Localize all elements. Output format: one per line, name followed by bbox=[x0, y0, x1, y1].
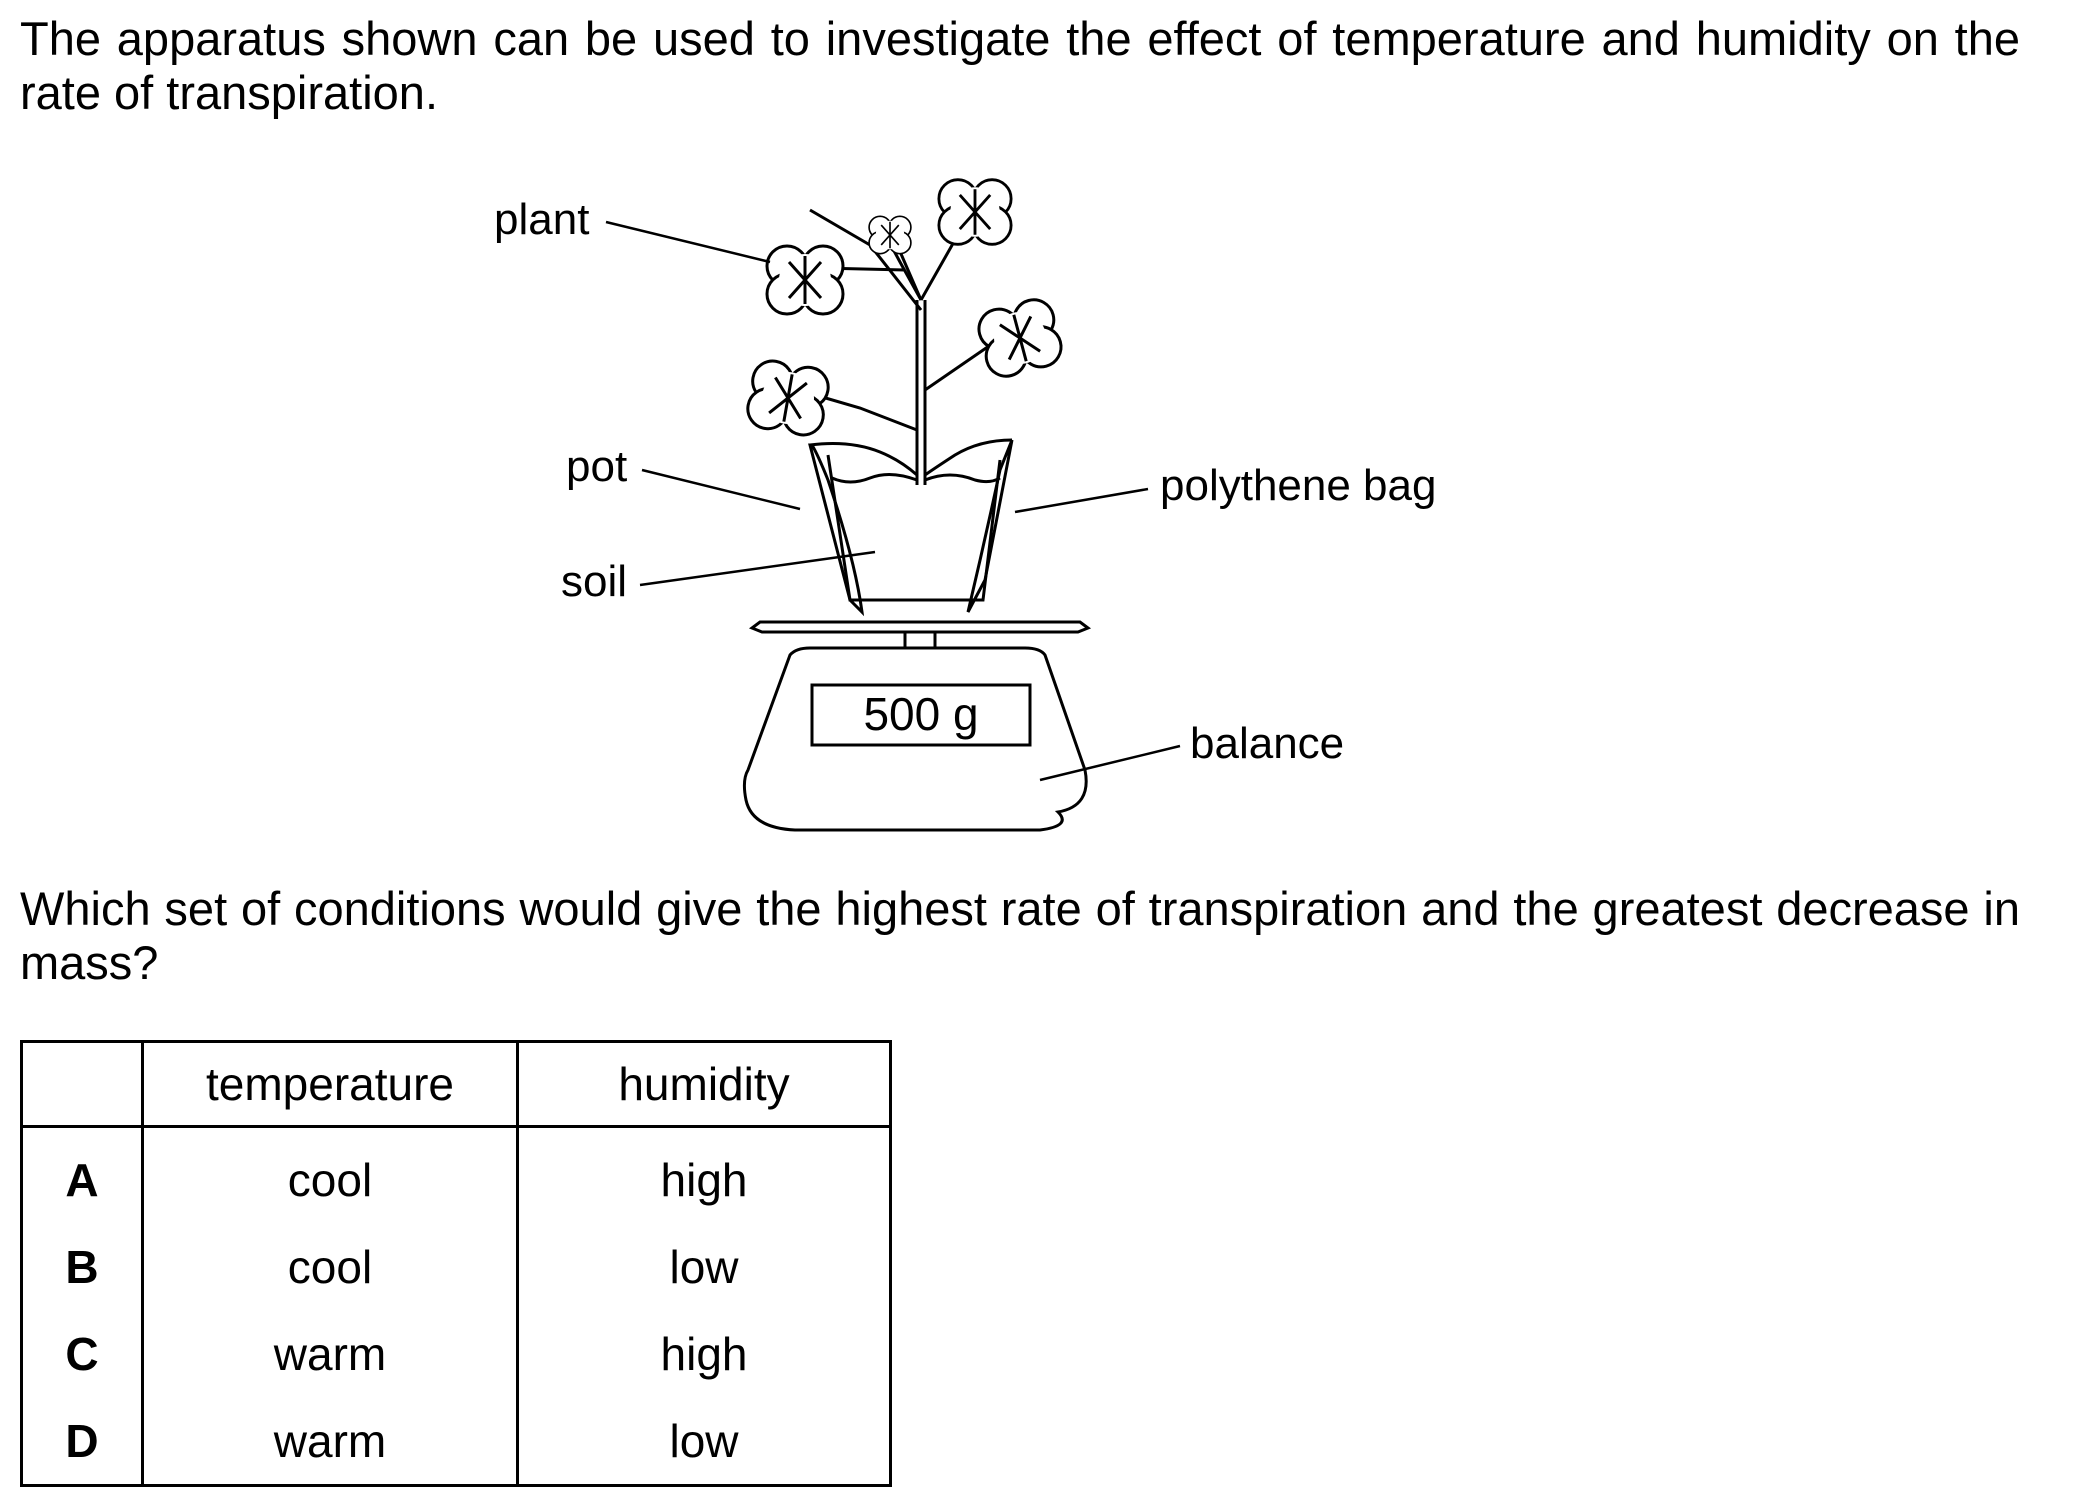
pot bbox=[826, 454, 1002, 602]
option-humidity: high bbox=[516, 1126, 892, 1223]
option-humidity: low bbox=[516, 1397, 892, 1487]
option-key: D bbox=[20, 1397, 144, 1487]
diagram-labels: plant pot soil polythene bag balance bbox=[494, 195, 1436, 782]
option-row-d[interactable]: D warm low bbox=[20, 1397, 892, 1487]
transpiration-apparatus-diagram: 500 g plant pot soil polythene bag bbox=[494, 178, 1436, 832]
options-table: temperature humidity A cool high B cool … bbox=[20, 1040, 892, 1487]
option-humidity: low bbox=[516, 1223, 892, 1310]
option-row-b[interactable]: B cool low bbox=[20, 1223, 892, 1310]
soil-label: soil bbox=[561, 557, 627, 606]
option-row-a[interactable]: A cool high bbox=[20, 1126, 892, 1223]
option-temperature: cool bbox=[141, 1223, 519, 1310]
option-humidity: high bbox=[516, 1310, 892, 1397]
plant-label: plant bbox=[494, 195, 589, 244]
balance-display bbox=[810, 683, 1032, 747]
polythene-bag-label: polythene bag bbox=[1160, 461, 1436, 510]
option-temperature: cool bbox=[141, 1126, 519, 1223]
table-header-key bbox=[20, 1040, 144, 1128]
option-temperature: warm bbox=[141, 1397, 519, 1487]
balance-readout: 500 g bbox=[863, 688, 978, 740]
plant bbox=[743, 178, 1068, 485]
pot-label: pot bbox=[566, 442, 627, 491]
balance: 500 g bbox=[742, 620, 1092, 832]
option-key: C bbox=[20, 1310, 144, 1397]
option-row-c[interactable]: C warm high bbox=[20, 1310, 892, 1397]
table-header-humidity: humidity bbox=[516, 1040, 892, 1128]
balance-label: balance bbox=[1190, 719, 1344, 768]
option-key: B bbox=[20, 1223, 144, 1310]
table-header-row: temperature humidity bbox=[20, 1040, 892, 1128]
table-header-temperature: temperature bbox=[141, 1040, 519, 1128]
question-text: Which set of conditions would give the h… bbox=[20, 882, 2020, 989]
soil bbox=[831, 473, 1001, 484]
polythene-bag bbox=[808, 438, 1014, 617]
option-key: A bbox=[20, 1126, 144, 1223]
option-temperature: warm bbox=[141, 1310, 519, 1397]
intro-text: The apparatus shown can be used to inves… bbox=[20, 12, 2020, 119]
